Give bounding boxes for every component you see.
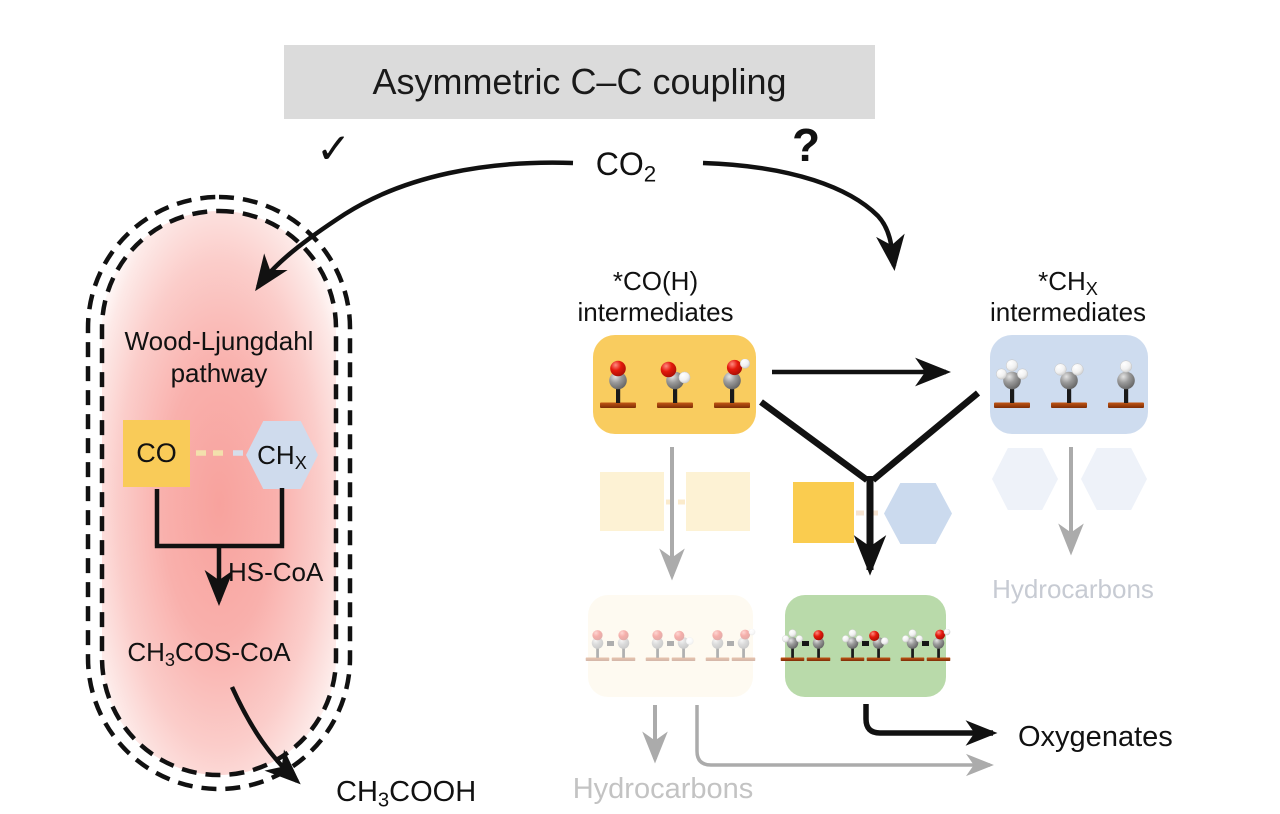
checkmark-icon: ✓ xyxy=(316,125,352,172)
coh-intermediates-box xyxy=(593,335,756,434)
ch-molecule-icon xyxy=(1108,359,1144,408)
asymmetric-chx-hexagon xyxy=(884,483,952,544)
coupled-molecule-pair xyxy=(898,629,953,663)
chx-hexagon-label: CHX xyxy=(257,439,307,473)
pathway-line2: pathway xyxy=(170,358,268,388)
coh-molecule-icon xyxy=(926,629,951,662)
ch3-molecule-icon xyxy=(900,629,925,662)
ch3-molecule-icon xyxy=(994,358,1030,408)
asymmetric-co-square xyxy=(793,482,854,543)
coh-intermediates-label: *CO(H) intermediates xyxy=(577,266,734,327)
coh-molecule-icon xyxy=(713,358,750,408)
coupled-molecule-pair xyxy=(703,629,758,663)
cc-bond-icon xyxy=(802,641,809,646)
chx-intermediates-label: *CHX intermediates xyxy=(989,266,1147,327)
oxygenates-label: Oxygenates xyxy=(1018,721,1173,753)
y-left-branch xyxy=(759,399,869,483)
chx-hexagon: CHX xyxy=(246,421,318,489)
faded-co-square-right xyxy=(686,472,750,531)
acetyl-coa-label: CH3COS-CoA xyxy=(127,637,291,671)
hydrocarbons-label-bottom: Hydrocarbons xyxy=(572,773,754,805)
faded-cc-product-box xyxy=(585,595,756,697)
y-right-branch xyxy=(870,390,981,483)
cc-bond-icon xyxy=(607,641,614,646)
co-molecule-icon xyxy=(611,630,636,662)
cc-bond-icon xyxy=(727,641,734,646)
title-banner: Asymmetric C–C coupling xyxy=(284,45,875,119)
co-molecule-icon xyxy=(645,630,670,662)
co-square-label: CO xyxy=(136,438,177,468)
cc-bond-icon xyxy=(922,641,929,646)
cho-molecule-icon xyxy=(671,630,696,662)
coupled-molecule-pair xyxy=(778,629,833,663)
cell-coupling-bracket xyxy=(154,488,285,549)
hs-coa-label: HS-CoA xyxy=(228,557,324,587)
acetic-acid-label: CH3COOH xyxy=(336,776,477,812)
cc-bond-icon xyxy=(862,641,869,646)
question-mark-icon: ? xyxy=(792,119,821,171)
cho-molecule-icon xyxy=(656,361,693,408)
green-cc-product-box xyxy=(780,595,951,697)
coupled-molecule-pair xyxy=(838,629,893,663)
green-to-oxygenates-arrow xyxy=(863,704,998,746)
co2-to-cell-arrow xyxy=(255,160,574,292)
cc-bond-icon xyxy=(667,641,674,646)
co-molecule-icon xyxy=(705,630,730,662)
co2-to-catalyst-arrow xyxy=(702,160,905,272)
co2-label: CO2 xyxy=(566,146,686,187)
coupled-molecule-pair xyxy=(643,629,698,663)
cho-molecule-icon xyxy=(866,630,891,662)
faded-chx-hexagon-left xyxy=(992,448,1058,510)
hydrocarbons-label-right: Hydrocarbons xyxy=(992,574,1154,604)
coupled-molecule-pair xyxy=(583,629,638,663)
co2-subscript: 2 xyxy=(643,161,657,187)
faded-co-square-left xyxy=(600,472,664,531)
cell-exit-arrow xyxy=(229,686,301,785)
faded-elbow-right-arrow xyxy=(695,705,994,777)
ch3-molecule-icon xyxy=(780,629,805,662)
wood-ljungdahl-label: Wood-Ljungdahl pathway xyxy=(90,325,348,389)
ch3-molecule-icon xyxy=(840,629,865,662)
co-molecule-icon xyxy=(806,630,831,662)
coh-molecule-icon xyxy=(731,629,756,662)
co-molecule-icon xyxy=(599,360,636,408)
co2-text: CO xyxy=(595,146,644,182)
chx-intermediates-box xyxy=(990,335,1148,434)
ch2-molecule-icon xyxy=(1051,362,1087,408)
co-square: CO xyxy=(123,420,190,487)
faded-chx-hexagon-right xyxy=(1081,448,1147,510)
pathway-line1: Wood-Ljungdahl xyxy=(124,326,314,356)
co-molecule-icon xyxy=(585,630,610,662)
